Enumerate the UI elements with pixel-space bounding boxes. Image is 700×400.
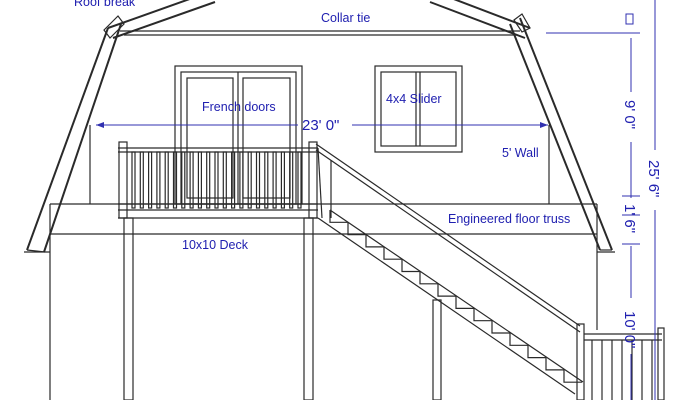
stair-step: [473, 308, 492, 322]
deck-baluster: [231, 151, 236, 209]
deck-baluster: [131, 151, 136, 209]
deck-baluster: [206, 151, 211, 209]
roof-break-label: Roof break: [74, 0, 136, 9]
wall-height-label: 5' Wall: [502, 146, 539, 160]
lower-wall: [24, 234, 615, 400]
stair-step: [545, 357, 564, 371]
slider-label: 4x4 Slider: [386, 92, 442, 106]
stairs: [315, 143, 665, 400]
stair-step: [329, 210, 348, 223]
collar-tie: [120, 30, 520, 36]
deck-baluster: [239, 151, 244, 209]
deck-baluster: [172, 151, 178, 209]
deck-baluster: [280, 151, 285, 209]
collar-tie-label: Collar tie: [321, 11, 370, 25]
stair-step: [419, 271, 438, 285]
stair-step: [347, 222, 366, 236]
french-doors: [174, 65, 303, 205]
stair-step: [527, 345, 546, 359]
deck-baluster: [255, 151, 261, 209]
deck-baluster: [164, 151, 169, 209]
deck-baluster: [181, 151, 186, 209]
deck-baluster: [222, 151, 227, 209]
dim-9-label: 9' 0": [621, 100, 638, 129]
width-dimension: [96, 122, 548, 128]
stair-step: [437, 283, 456, 297]
deck-baluster: [264, 151, 269, 209]
stair-step: [563, 369, 582, 383]
stair-step: [365, 234, 384, 248]
deck-baluster: [148, 151, 153, 209]
deck: [118, 141, 318, 400]
deck-baluster: [297, 151, 302, 209]
vertical-dimensions: [546, 0, 656, 400]
french-doors-label: French doors: [202, 100, 276, 114]
deck-baluster: [156, 151, 161, 209]
deck-baluster: [272, 151, 277, 209]
dim-10-label: 10' 0": [621, 311, 638, 348]
deck-baluster: [189, 151, 194, 209]
stair-step: [455, 296, 474, 309]
stair-step: [401, 259, 420, 273]
stair-step: [509, 333, 528, 346]
dim-total-label: 25' 6": [645, 160, 662, 197]
stair-step: [383, 246, 402, 260]
deck-baluster: [289, 151, 294, 209]
deck-baluster: [139, 151, 144, 209]
slider-window: [374, 65, 463, 153]
floor-truss-label: Engineered floor truss: [448, 212, 570, 226]
stair-step: [491, 320, 510, 334]
deck-baluster: [247, 151, 252, 209]
dim-18-label: 1' 6": [621, 204, 638, 233]
roof: [26, 0, 613, 253]
width-dimension-label: 23' 0": [302, 117, 339, 134]
deck-label: 10x10 Deck: [182, 238, 249, 252]
deck-baluster: [214, 151, 219, 209]
deck-baluster: [197, 151, 202, 209]
